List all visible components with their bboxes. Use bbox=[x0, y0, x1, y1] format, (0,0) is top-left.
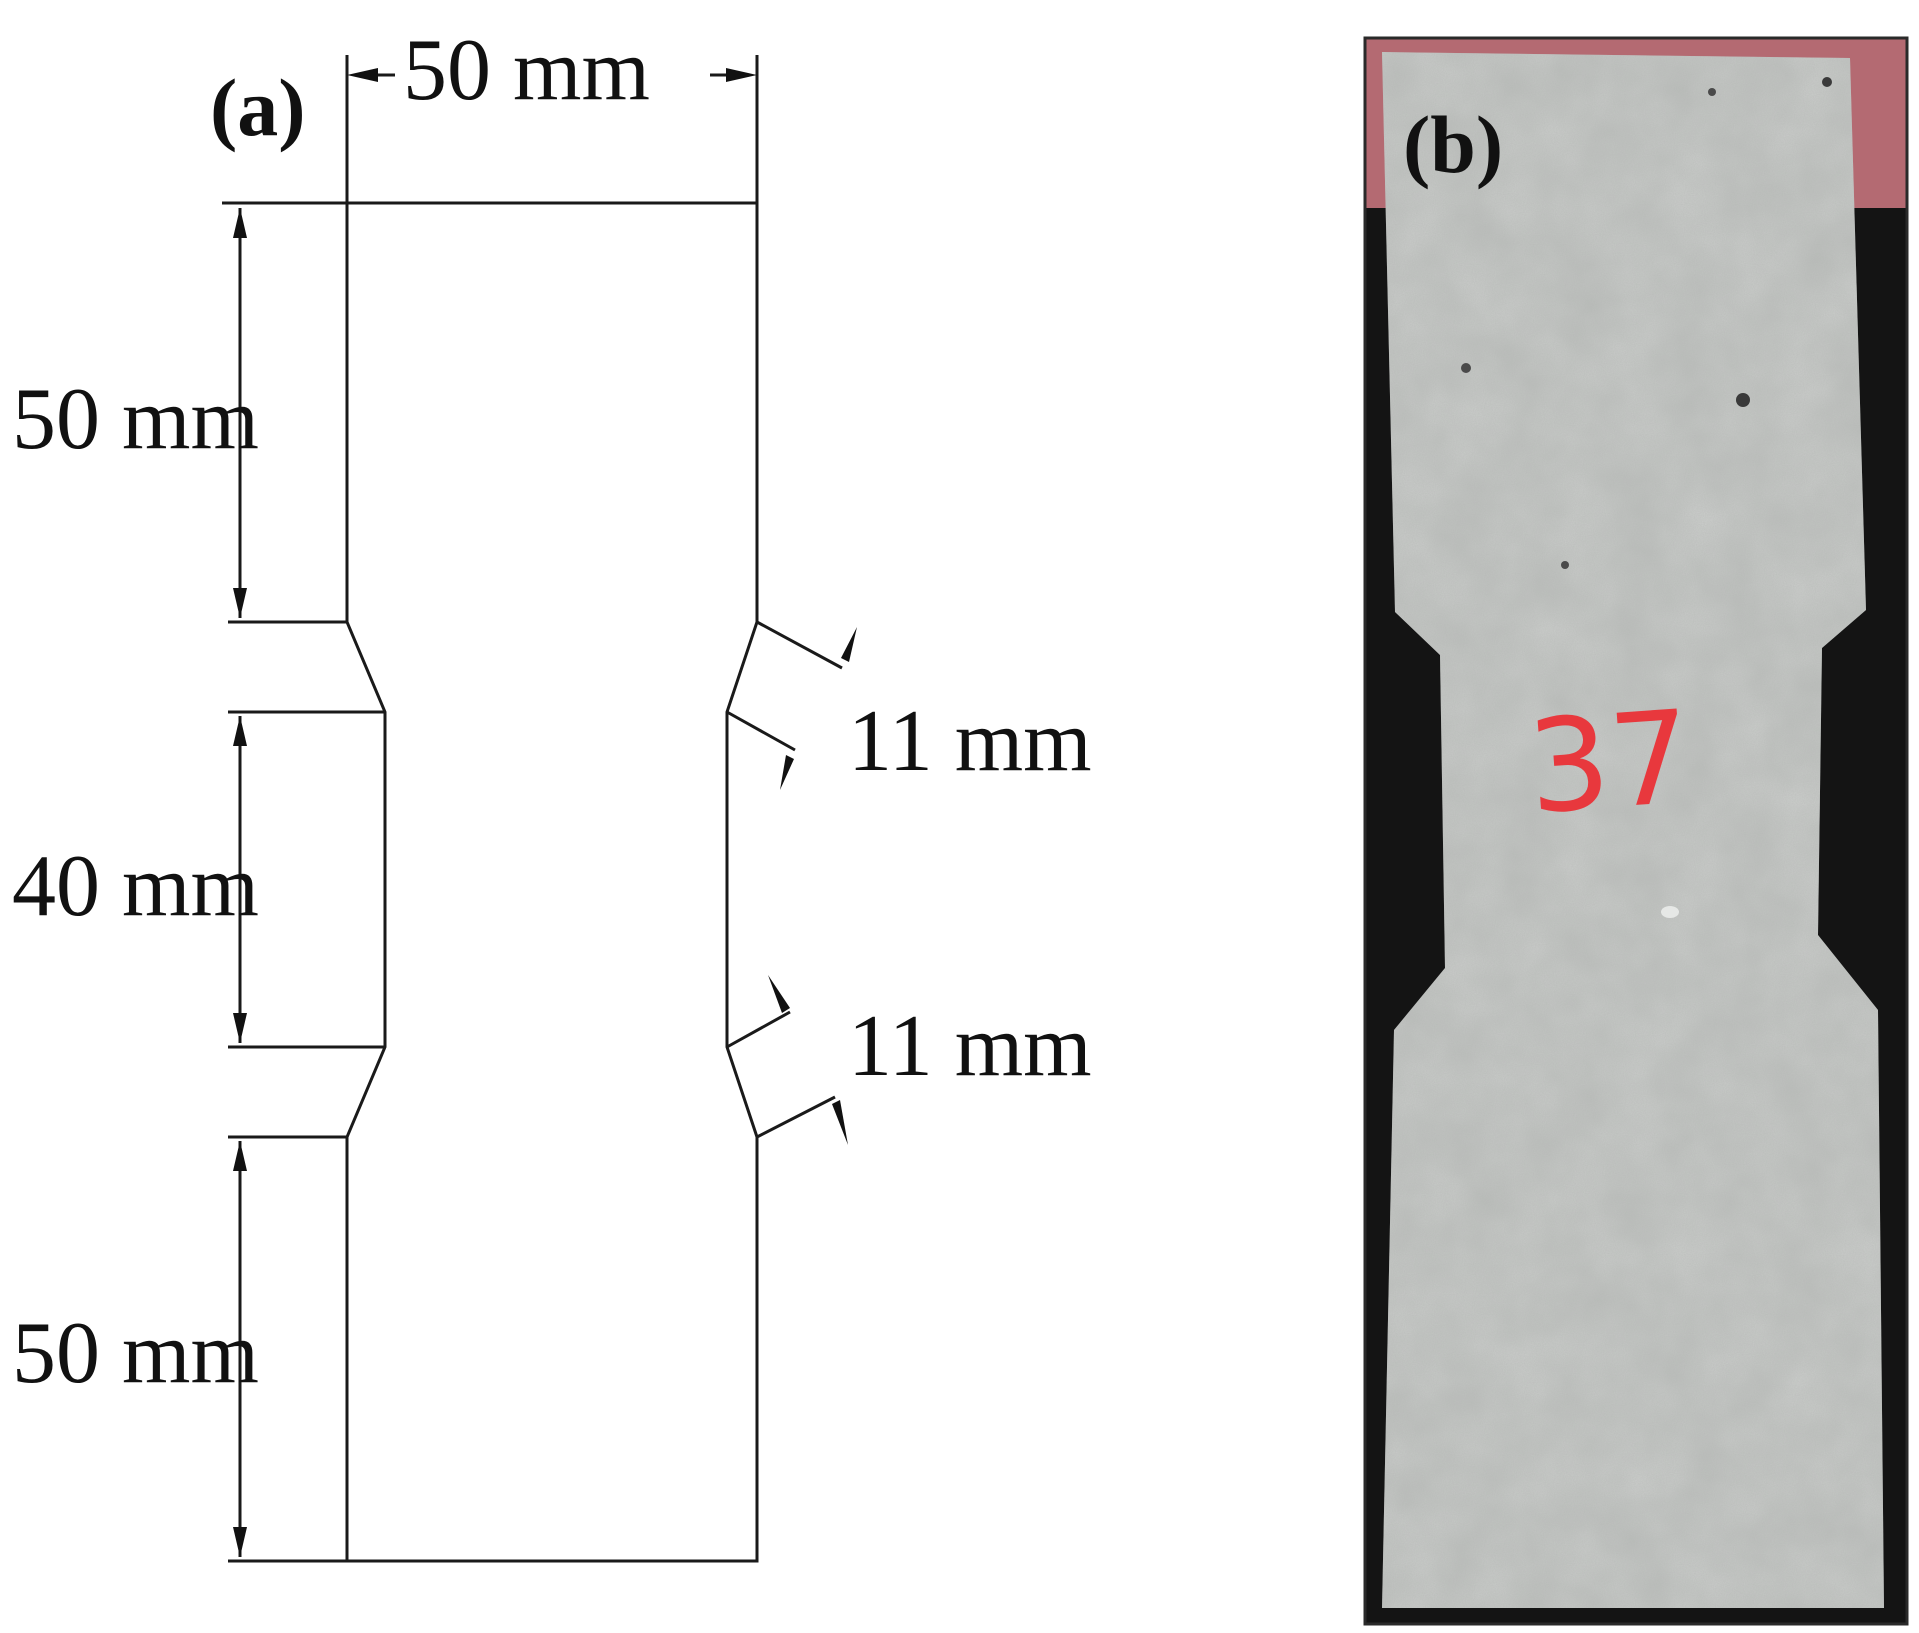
panel-b-label: (b) bbox=[1403, 99, 1503, 190]
bottom-grip-arrow-down bbox=[233, 1527, 247, 1557]
pore bbox=[1708, 88, 1716, 96]
lower-transition-arrow-2 bbox=[832, 1100, 848, 1145]
panel-b-photo: (b) 37 bbox=[1363, 36, 1909, 1626]
upper-transition-ext-2 bbox=[726, 710, 796, 752]
gauge-arrow-down bbox=[233, 1013, 247, 1043]
panel-a-label: (a) bbox=[210, 62, 306, 153]
gauge-dimension: 40 mm bbox=[12, 838, 259, 935]
top-width-arrow-left bbox=[347, 68, 378, 82]
upper-transition-dimension: 11 mm bbox=[848, 693, 1092, 790]
pore bbox=[1736, 393, 1750, 407]
lower-transition-ext-2 bbox=[756, 1095, 836, 1139]
lower-transition-arrow-1 bbox=[768, 975, 790, 1013]
top-grip-arrow-up bbox=[233, 208, 247, 238]
panel-a-drawing: (a) 50 mm 50 mm 40 mm 50 mm bbox=[12, 22, 1092, 1563]
specimen-outline bbox=[345, 201, 759, 1563]
upper-transition-arrow-2 bbox=[780, 755, 794, 790]
top-width-dimension: 50 mm bbox=[403, 22, 650, 119]
lower-transition-dimension: 11 mm bbox=[848, 998, 1092, 1095]
top-width-arrow-right bbox=[726, 68, 757, 82]
bottom-grip-dimension: 50 mm bbox=[12, 1305, 259, 1402]
pore bbox=[1822, 77, 1832, 87]
specimen-number: 37 bbox=[1523, 683, 1696, 843]
upper-transition-arrow-1 bbox=[841, 627, 857, 662]
top-grip-arrow-down bbox=[233, 588, 247, 618]
surface-spot bbox=[1661, 906, 1679, 918]
lower-transition-ext-1 bbox=[726, 1010, 791, 1049]
upper-transition-ext-1 bbox=[756, 620, 843, 670]
concrete-texture-grain bbox=[1382, 52, 1884, 1608]
pore bbox=[1561, 561, 1569, 569]
pore bbox=[1461, 363, 1471, 373]
photo-frame bbox=[1363, 36, 1909, 1626]
top-grip-dimension: 50 mm bbox=[12, 371, 259, 468]
gauge-arrow-up bbox=[233, 716, 247, 746]
bottom-grip-arrow-up bbox=[233, 1141, 247, 1171]
